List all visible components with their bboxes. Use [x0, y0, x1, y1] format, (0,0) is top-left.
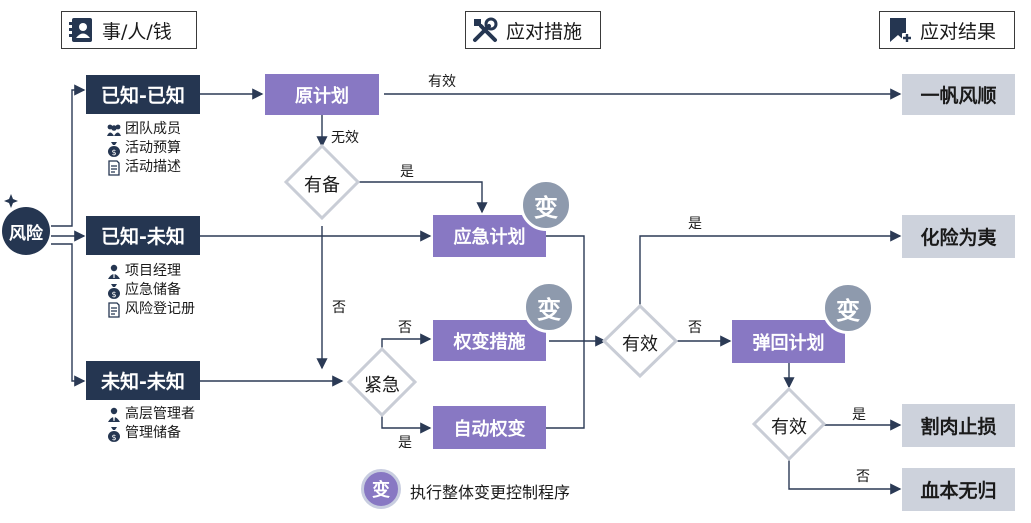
diamond-effective-1 [601, 303, 679, 379]
resource-item: 风险登记册 [125, 301, 195, 317]
measure-original-plan: 原计划 [265, 74, 379, 115]
result-total-loss: 血本无归 [902, 468, 1015, 511]
edge-label-yes-effective-1: 是 [688, 216, 702, 232]
resource-list-known-known: 团队成员 $ 活动预算 活动描述 [106, 120, 181, 177]
resource-item: 活动预算 [125, 140, 181, 156]
resource-item: 应急储备 [125, 282, 181, 298]
header-people-money-label: 事/人/钱 [102, 20, 172, 43]
risk-node: 风险 [2, 207, 50, 255]
resource-item: 活动描述 [125, 159, 181, 175]
diamond-has-backup [283, 143, 361, 221]
edge-label-no-effective-1: 否 [688, 320, 702, 336]
decision-effective-1: 有效 [622, 334, 658, 355]
diamond-effective-2 [751, 386, 827, 462]
change-badge: 变 [822, 282, 874, 334]
result-cut-loss: 割肉止损 [902, 404, 1015, 447]
tools-icon [470, 15, 500, 45]
money-bag-icon: $ [106, 283, 122, 299]
executive-icon [106, 407, 122, 423]
edge-label-yes-urgent: 是 [398, 435, 412, 451]
svg-text:$: $ [111, 290, 116, 299]
header-measures: 应对措施 [465, 11, 601, 49]
edge-label-no-urgent: 否 [398, 320, 412, 336]
decision-effective-2: 有效 [771, 417, 807, 438]
document-icon [106, 301, 122, 318]
team-icon [106, 122, 122, 138]
category-unknown-unknown: 未知-未知 [86, 361, 200, 400]
contact-book-icon [66, 15, 96, 45]
svg-text:$: $ [111, 148, 116, 157]
legend-text: 执行整体变更控制程序 [410, 483, 571, 502]
edge-label-yes-backup: 是 [400, 164, 414, 180]
bookmark-plus-icon [884, 15, 914, 45]
measure-fallback-plan: 弹回计划 [732, 320, 845, 363]
resource-item: 管理储备 [125, 425, 181, 441]
decision-urgent: 紧急 [364, 375, 400, 396]
manager-icon [106, 264, 122, 280]
result-resolved: 化险为夷 [902, 215, 1015, 258]
header-results-label: 应对结果 [920, 20, 997, 43]
bomb-spark-icon [4, 193, 18, 208]
svg-text:$: $ [111, 433, 116, 442]
resource-item: 项目经理 [125, 263, 181, 279]
edge-label-no-backup: 否 [332, 300, 346, 316]
measure-workaround: 权变措施 [433, 320, 546, 361]
header-measures-label: 应对措施 [506, 20, 583, 43]
diamond-urgent [346, 346, 418, 418]
measure-auto-workaround: 自动权变 [433, 406, 546, 449]
edge-label-yes-effective-2: 是 [852, 407, 866, 423]
change-badge: 变 [520, 179, 572, 231]
category-known-unknown: 已知-未知 [86, 216, 200, 255]
result-smooth: 一帆风顺 [902, 74, 1015, 115]
category-known-known: 已知-已知 [86, 75, 200, 114]
legend-change-symbol: 变 [361, 469, 401, 509]
edge-label-ineffective: 无效 [331, 130, 359, 146]
resource-list-known-unknown: 项目经理 $ 应急储备 风险登记册 [106, 262, 195, 319]
header-results: 应对结果 [879, 11, 1015, 49]
header-people-money: 事/人/钱 [61, 11, 197, 49]
edge-label-effective: 有效 [428, 74, 456, 90]
edge-label-no-effective-2: 否 [856, 469, 870, 485]
change-badge: 变 [523, 281, 575, 333]
decision-has-backup: 有备 [304, 175, 340, 196]
resource-item: 高层管理者 [125, 406, 195, 422]
money-bag-icon: $ [106, 426, 122, 442]
resource-list-unknown-unknown: 高层管理者 $ 管理储备 [106, 405, 195, 443]
money-bag-icon: $ [106, 141, 122, 157]
document-icon [106, 159, 122, 176]
resource-item: 团队成员 [125, 121, 181, 137]
